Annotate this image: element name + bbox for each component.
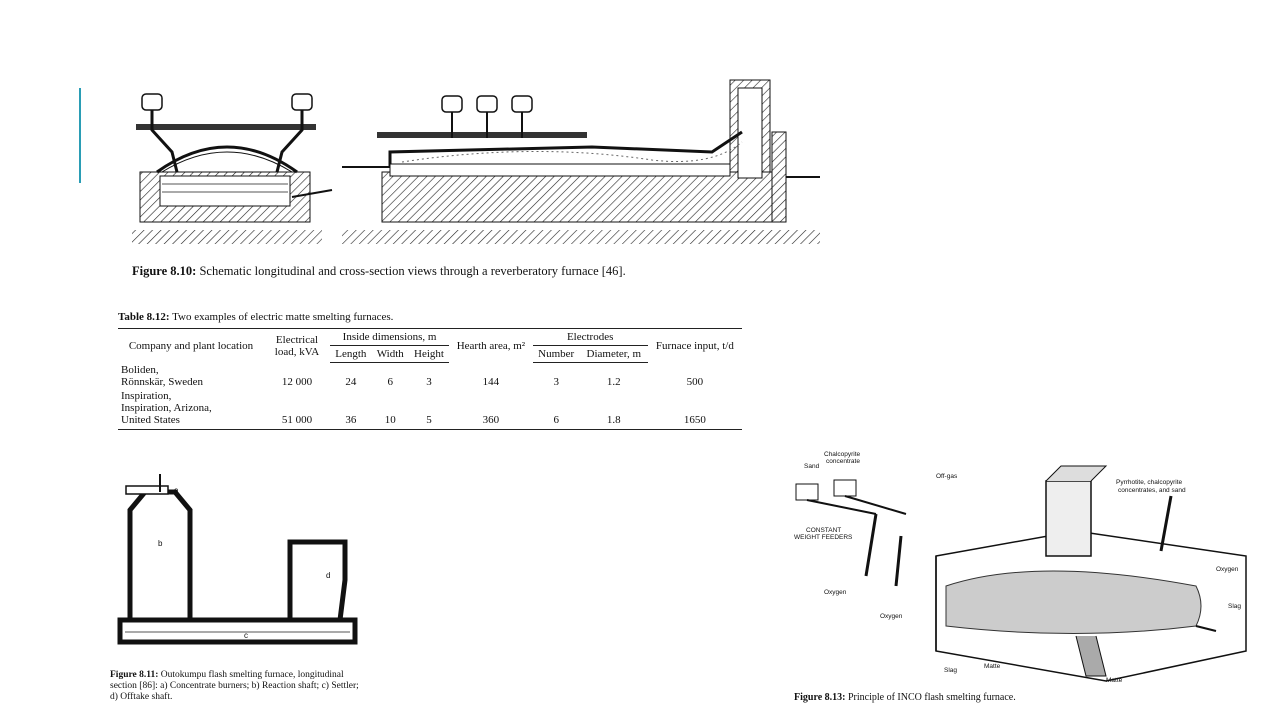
figure-8-11: a b c d Figure 8.11: Outokumpu flash sme… — [100, 470, 368, 715]
table-8-12: Table 8.12: Two examples of electric mat… — [112, 306, 748, 462]
svg-text:concentrate: concentrate — [826, 458, 860, 465]
svg-text:Pyrrhotite, chalcopyrite: Pyrrhotite, chalcopyrite — [1116, 479, 1182, 486]
col-height: Height — [408, 345, 450, 363]
label-d: d — [326, 571, 330, 580]
figure-8-10: Figure 8.10: Schematic longitudinal and … — [132, 72, 822, 282]
outokumpu-furnace-drawing: a b c d — [117, 474, 358, 645]
col-electrodes: Electrodes — [532, 328, 648, 346]
electric-furnace-table: Company and plant location Electrical lo… — [118, 328, 742, 430]
svg-text:Slag: Slag — [944, 667, 957, 674]
svg-text:Oxygen: Oxygen — [824, 589, 847, 596]
svg-text:Sand: Sand — [804, 463, 820, 470]
svg-text:WEIGHT FEEDERS: WEIGHT FEEDERS — [794, 534, 853, 541]
col-width: Width — [371, 345, 409, 363]
svg-text:Oxygen: Oxygen — [1216, 566, 1239, 573]
svg-text:Matte: Matte — [1106, 677, 1123, 684]
accent-bar — [79, 88, 81, 183]
col-furnace-input: Furnace input, t/d — [647, 328, 742, 363]
svg-text:Off-gas: Off-gas — [936, 473, 958, 480]
inco-furnace-drawing: Chalcopyrite concentrate Sand Off-gas Py… — [794, 451, 1247, 684]
col-diameter: Diameter, m — [579, 345, 648, 363]
svg-text:concentrates, and sand: concentrates, and sand — [1118, 487, 1186, 494]
col-company: Company and plant location — [118, 328, 264, 363]
reverberatory-furnace-drawing — [132, 79, 820, 244]
col-inside-dims: Inside dimensions, m — [330, 328, 450, 346]
longitudinal-view — [342, 79, 820, 244]
cross-section-view — [132, 93, 333, 244]
label-b: b — [158, 539, 163, 548]
svg-text:Matte: Matte — [984, 663, 1001, 670]
table-row: Boliden, Rönnskär, Sweden 12 000 24 6 3 … — [121, 363, 704, 388]
figure-8-13-caption: Figure 8.13: Principle of INCO flash sme… — [794, 692, 1016, 703]
col-load: Electrical load, kVA — [264, 328, 330, 363]
figure-8-11-caption: Figure 8.11: Outokumpu flash smelting fu… — [110, 670, 359, 702]
svg-text:Oxygen: Oxygen — [880, 613, 903, 620]
figure-8-10-caption: Figure 8.10: Schematic longitudinal and … — [132, 264, 626, 278]
label-c: c — [244, 631, 248, 640]
svg-text:Slag: Slag — [1228, 603, 1241, 610]
table-row: Inspiration, Inspiration, Arizona, Unite… — [118, 388, 742, 430]
label-a: a — [174, 486, 179, 495]
col-length: Length — [330, 345, 372, 363]
figure-8-13: Chalcopyrite concentrate Sand Off-gas Py… — [776, 436, 1262, 706]
table-8-12-caption: Table 8.12: Two examples of electric mat… — [118, 311, 394, 323]
svg-text:Chalcopyrite: Chalcopyrite — [824, 451, 861, 458]
svg-text:CONSTANT: CONSTANT — [806, 527, 841, 534]
col-number: Number — [532, 345, 580, 363]
col-hearth: Hearth area, m² — [449, 328, 533, 363]
